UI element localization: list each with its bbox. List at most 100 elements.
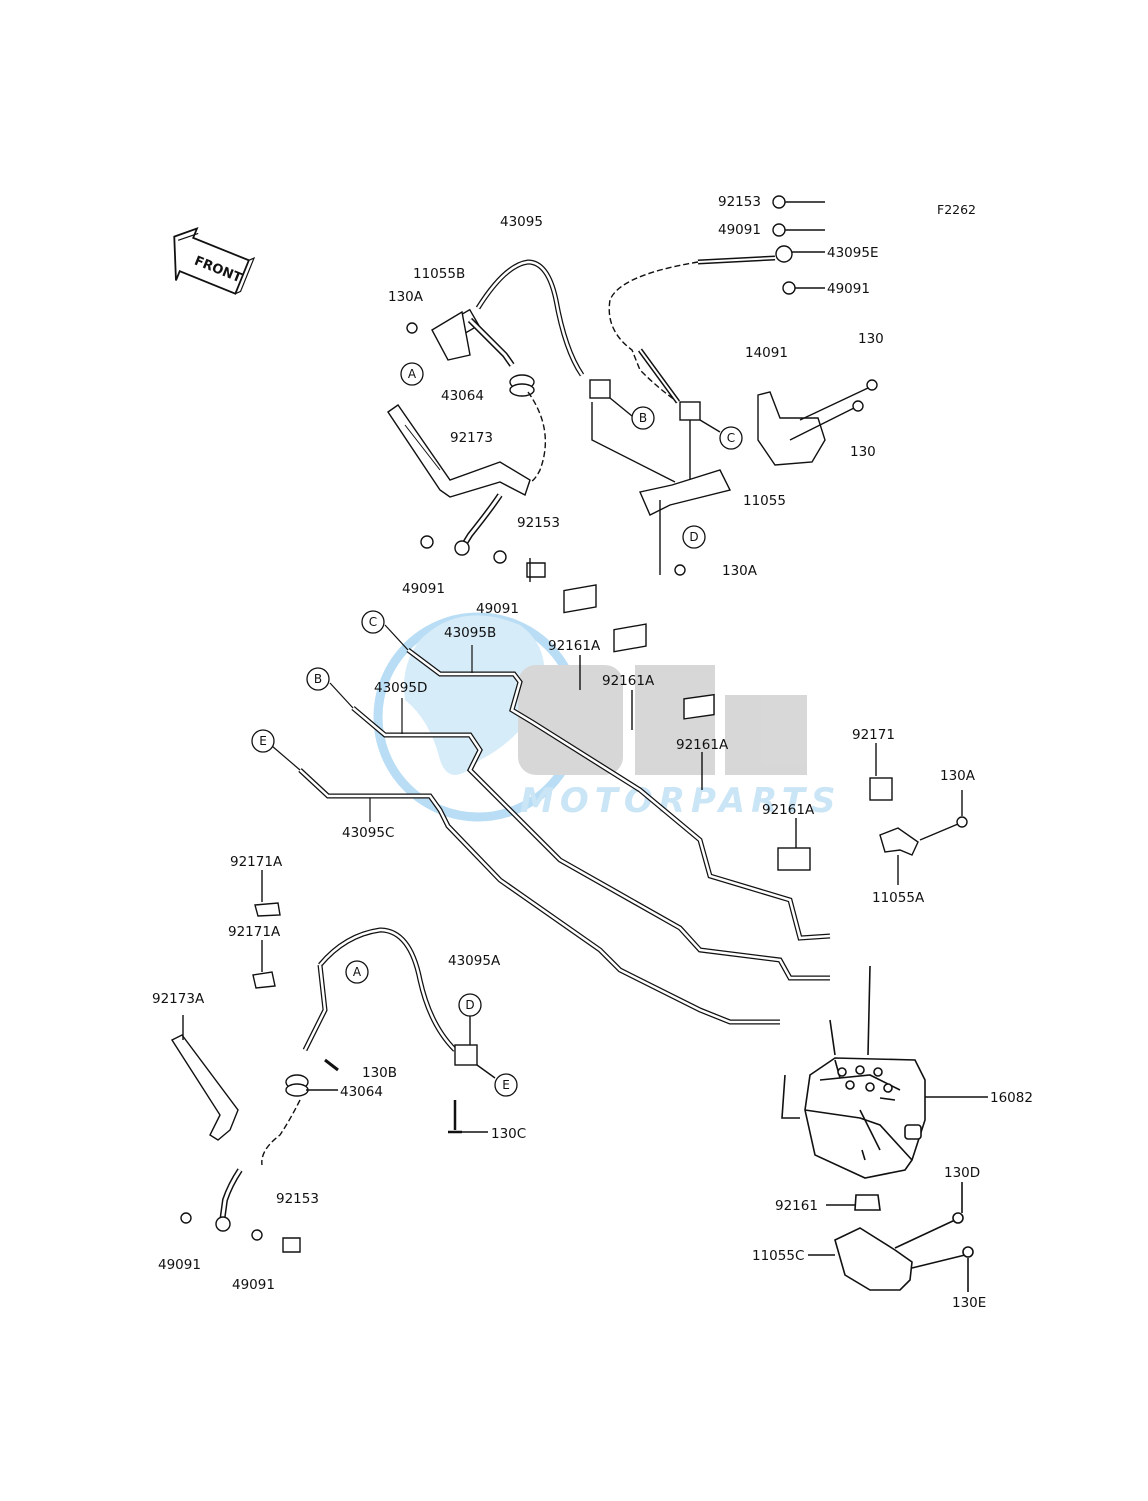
label-130E: 130E	[952, 1295, 986, 1311]
label-14091: 14091	[745, 345, 788, 361]
svg-text:D: D	[689, 530, 698, 544]
label-11055A: 11055A	[872, 890, 925, 906]
clips-92161A	[563, 584, 968, 885]
hose-43095	[475, 259, 585, 377]
bolt-130C	[448, 1100, 462, 1134]
svg-text:E: E	[502, 1078, 510, 1092]
label-43095B: 43095B	[444, 625, 496, 641]
label-49091-bot2: 49091	[232, 1277, 275, 1293]
label-92153-mid: 92153	[517, 515, 560, 531]
label-92161A-1: 92161A	[548, 638, 601, 654]
label-130A-right: 130A	[940, 768, 976, 784]
banjo-fitting-top	[454, 540, 470, 556]
bracket-11055	[639, 469, 732, 516]
label-49091-top: 49091	[718, 222, 761, 238]
bolt-130B	[324, 1058, 339, 1072]
watermark: MOTORPARTS	[373, 612, 835, 822]
bracket-92173	[387, 404, 531, 498]
banjo-fitting-bot	[215, 1216, 231, 1232]
washer-49091-a	[420, 535, 434, 549]
label-130-b: 130	[850, 444, 876, 460]
washer-49091-bot1	[180, 1212, 192, 1224]
bolt-130E	[911, 1254, 966, 1269]
label-43064-top: 43064	[441, 388, 484, 404]
ref-e-bot: E	[494, 1073, 518, 1097]
label-92171: 92171	[852, 727, 895, 743]
ref-b-top: B	[631, 406, 655, 430]
ref-c-top: C	[719, 426, 743, 450]
label-43095E: 43095E	[827, 245, 878, 261]
label-43095D: 43095D	[374, 680, 427, 696]
ref-d-top: D	[682, 525, 706, 549]
bolt-92153-bot	[282, 1237, 301, 1253]
bracket-11055A	[879, 827, 919, 856]
ref-a-top: A	[400, 362, 424, 386]
washer-49091-top	[772, 223, 786, 237]
joint-b-top	[589, 379, 611, 399]
label-11055: 11055	[743, 493, 786, 509]
label-92161A-2: 92161A	[602, 673, 655, 689]
bolt-130D	[894, 1219, 956, 1249]
label-49091-mid1: 49091	[402, 581, 445, 597]
ref-b-mid: B	[306, 667, 330, 691]
watermark-letter-o	[518, 665, 623, 775]
label-92171A-1: 92171A	[230, 854, 283, 870]
cover-14091	[757, 391, 826, 466]
label-43095: 43095	[500, 214, 543, 230]
bolt-130A-mid	[674, 564, 686, 576]
svg-text:D: D	[465, 998, 474, 1012]
ref-e-mid: E	[251, 729, 275, 753]
svg-text:B: B	[639, 411, 647, 425]
label-16082: 16082	[990, 1090, 1033, 1106]
banjo-43095E	[775, 245, 793, 263]
svg-text:C: C	[727, 431, 735, 445]
label-130A-top: 130A	[388, 289, 424, 305]
bolt-130A-right	[956, 816, 968, 828]
washer-49091-bot2	[251, 1229, 263, 1241]
label-130D: 130D	[944, 1165, 980, 1181]
hose-43095A	[318, 927, 457, 1052]
label-11055C: 11055C	[752, 1248, 804, 1264]
bracket-11055C	[834, 1227, 913, 1291]
clip-92161A-4	[777, 847, 811, 871]
label-43095C: 43095C	[342, 825, 394, 841]
clip-92161A-3	[683, 693, 715, 720]
reference-markers: A B C D C B E A D E	[251, 362, 743, 1097]
ref-a-bot: A	[345, 960, 369, 984]
washer-49091-top2	[782, 281, 796, 295]
bracket-92173A	[170, 1034, 239, 1141]
label-130A-mid: 130A	[722, 563, 758, 579]
clip-92161A-1	[563, 584, 597, 614]
front-arrow-icon: FRONT	[173, 227, 256, 295]
svg-text:B: B	[314, 672, 322, 686]
svg-text:E: E	[259, 734, 267, 748]
ref-c-mid: C	[361, 610, 385, 634]
brake-pipes	[271, 624, 831, 1025]
clip-92171A-2	[252, 971, 276, 989]
bolt-130-b	[852, 400, 864, 412]
ref-d-bot: D	[458, 993, 482, 1017]
part-labels: 92153 49091 43095E 49091 43095 11055B 13…	[152, 194, 1033, 1311]
label-92153-bot: 92153	[276, 1191, 319, 1207]
label-11055B: 11055B	[413, 266, 465, 282]
svg-text:C: C	[369, 615, 377, 629]
label-49091-mid2: 49091	[476, 601, 519, 617]
label-92153-top: 92153	[718, 194, 761, 210]
abs-unit-16082	[781, 965, 988, 1292]
label-92173: 92173	[450, 430, 493, 446]
label-43064-bot: 43064	[340, 1084, 383, 1100]
clip-92171A-1	[254, 902, 281, 917]
label-92161A-4: 92161A	[762, 802, 815, 818]
label-130B: 130B	[362, 1065, 397, 1081]
joint-c-top	[679, 401, 701, 421]
svg-text:A: A	[353, 965, 362, 979]
label-92161: 92161	[775, 1198, 818, 1214]
label-49091-top2: 49091	[827, 281, 870, 297]
label-92173A: 92173A	[152, 991, 205, 1007]
label-92171A-2: 92171A	[228, 924, 281, 940]
top-section	[387, 195, 878, 582]
label-130C: 130C	[491, 1126, 526, 1142]
label-130-a: 130	[858, 331, 884, 347]
bolt-130-a	[866, 379, 878, 391]
